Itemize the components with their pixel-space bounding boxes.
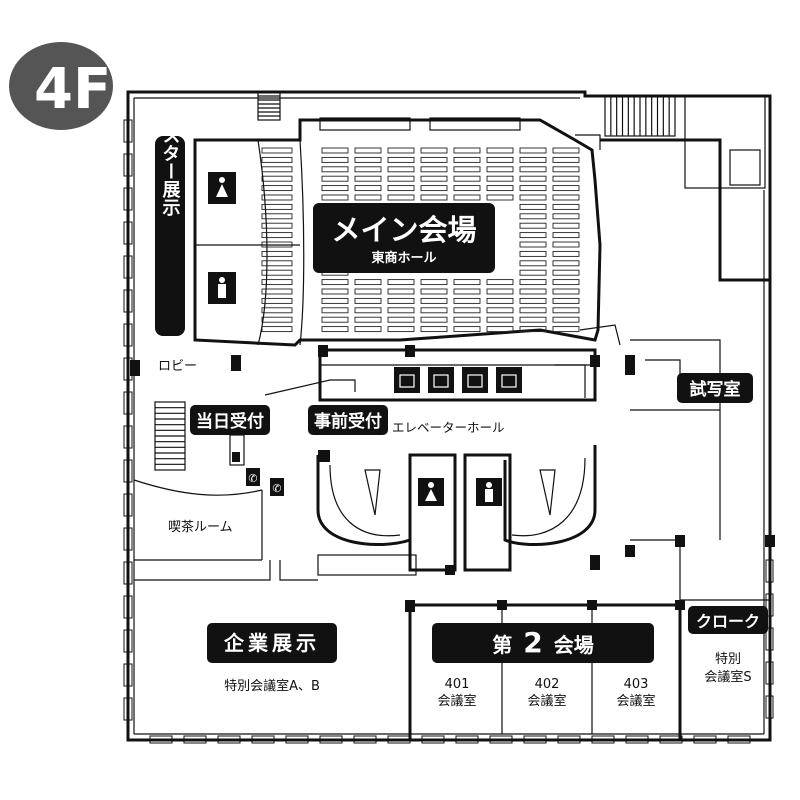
window-marks [123,119,774,744]
poster-label: ポスター展示 [155,107,185,336]
trial-room-label: 試写室 [677,373,753,403]
restroom-female-icon [216,177,228,197]
room-403-name: 会議室 [616,693,655,709]
second-hall-label: 第 2 会場 [432,623,654,663]
cafe-label: 喫茶ルーム [168,519,233,535]
stairs-top [257,91,766,189]
main-hall [193,117,621,347]
room-402-name: 会議室 [527,693,566,709]
cloak-label: クローク [688,606,768,634]
left-stairs [154,401,186,471]
room-401: 401 会議室 [437,677,476,709]
phone-icon: ✆ [272,482,281,495]
corporate-label: 企業展示 [207,623,337,663]
elevator-bank [264,345,600,402]
main-hall-label: メイン会場 東商ホール [313,203,495,273]
svg-text:第 2 会場: 第 2 会場 [492,626,593,659]
poster-title: ポスター展示 [160,107,181,216]
phone-booths: ✆ ✆ [246,468,284,496]
room-403-num: 403 [624,677,649,692]
second-hall-title-b: 会場 [554,633,594,657]
room-401-name: 会議室 [437,693,476,709]
restroom-male-upper [208,272,236,304]
special-s-line2: 会議室S [704,669,751,685]
special-s-line1: 特別 [715,652,741,667]
restroom-male-icon [218,277,226,298]
elevator-hall-label: エレベーターホール [392,420,505,435]
lobby-label: ロビー [158,359,197,374]
restroom-female-upper [208,172,236,204]
right-rooms [600,138,775,600]
restroom-male-center [476,478,502,506]
outer-walls [126,90,772,742]
cloak-text: クローク [696,612,760,631]
floor-badge: 4F [9,42,113,130]
main-hall-subtitle: 東商ホール [371,250,436,266]
room-402: 402 会議室 [527,677,566,709]
restroom-female-center [418,478,444,506]
reception-advance-text: 事前受付 [314,411,382,432]
corporate-room: 特別会議室A、B [224,678,320,694]
room-403: 403 会議室 [616,677,655,709]
trial-room-text: 試写室 [690,379,741,400]
floor-badge-text: 4F [34,57,111,122]
reception-today-text: 当日受付 [196,411,264,432]
second-hall-title-num: 2 [523,626,542,659]
room-401-num: 401 [445,677,470,692]
second-hall-title-a: 第 [492,633,512,657]
reception-today-label: 当日受付 [190,405,270,435]
cafe-room: 喫茶ルーム [133,434,263,561]
reception-advance-label: 事前受付 [308,405,388,435]
central-core [316,445,600,576]
main-hall-title: メイン会場 [331,213,476,247]
room-402-num: 402 [535,677,560,692]
corporate-title: 企業展示 [223,631,320,655]
phone-icon: ✆ [248,472,257,485]
